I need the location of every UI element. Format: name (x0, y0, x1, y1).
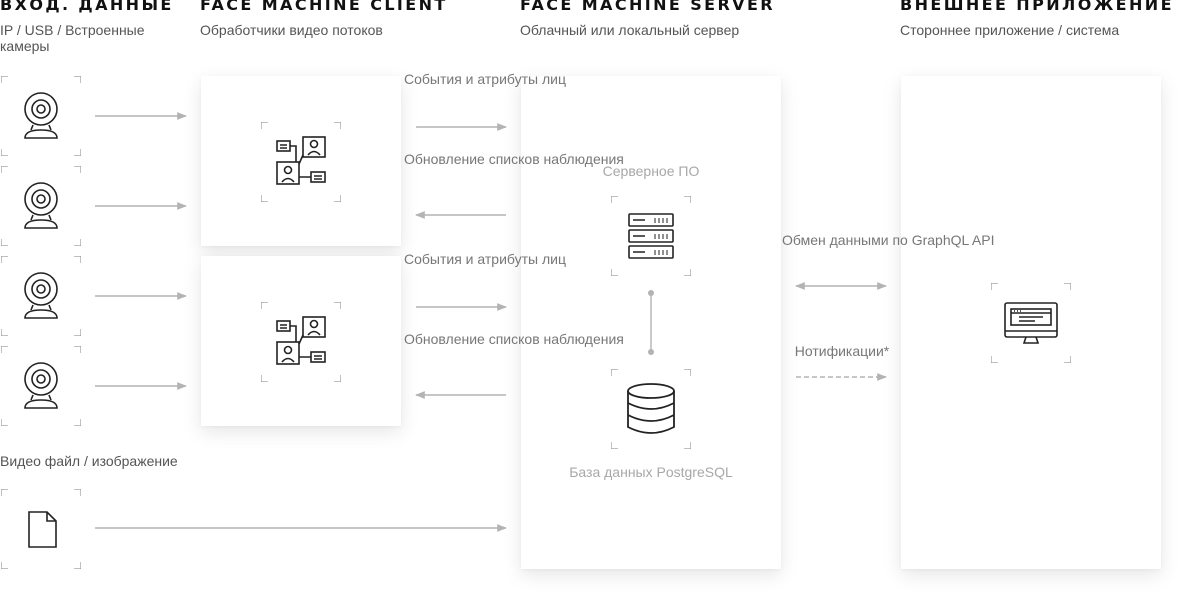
camera-4 (0, 345, 82, 427)
client-column-subtitle: Обработчики видео потоков (200, 22, 383, 38)
database-label: База данных PostgreSQL (569, 464, 733, 480)
connector-dot-bottom (648, 349, 654, 355)
external-card (901, 76, 1161, 569)
server-software-label: Серверное ПО (602, 163, 700, 179)
processor-1 (260, 121, 342, 203)
server-column-subtitle: Облачный или локальный сервер (520, 22, 740, 38)
camera-icon (0, 345, 82, 427)
notifications-label: Нотификации* (794, 343, 890, 359)
external-column-subtitle: Стороннее приложение / система (900, 22, 1120, 38)
external-column-title: ВНЕШНЕЕ ПРИЛОЖЕНИЕ (900, 0, 1174, 14)
face-processor-icon (260, 121, 342, 203)
connector-dot-top (648, 290, 654, 296)
video-file-label: Видео файл / изображение (0, 453, 178, 469)
input-column-subtitle: IP / USB / Встроенные камеры (0, 22, 145, 54)
camera-2 (0, 165, 82, 247)
server-rack-icon (610, 195, 692, 277)
input-column-title: ВХОД. ДАННЫЕ (0, 0, 174, 14)
client-column-title: FACE MACHINE CLIENT (200, 0, 448, 14)
server-column-title: FACE MACHINE SERVER (520, 0, 776, 14)
server-software (610, 195, 692, 277)
